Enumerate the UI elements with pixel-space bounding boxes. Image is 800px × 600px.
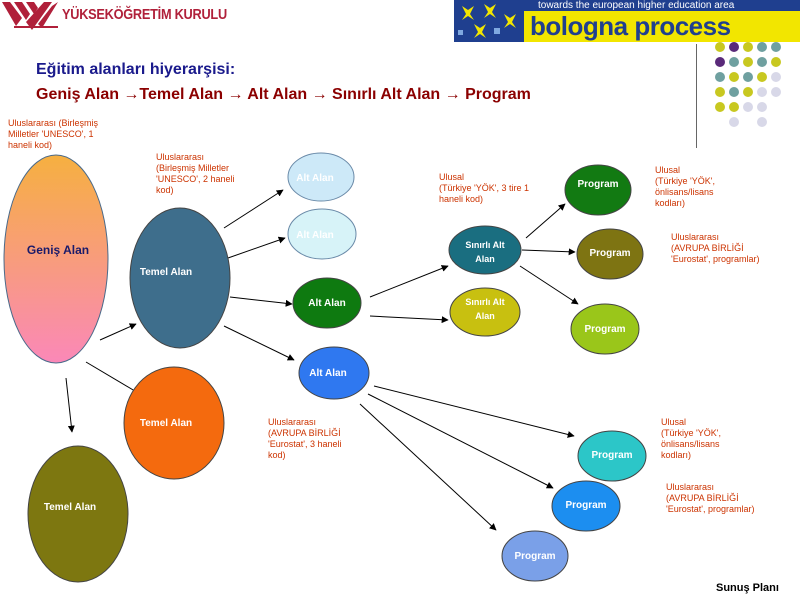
- node-alt-alan-2: Alt Alan: [287, 208, 357, 260]
- bologna-title: bologna process: [530, 11, 731, 41]
- note-eu-3: Uluslararası (AVRUPA BİRLİĞİ 'Eurostat',…: [268, 417, 342, 460]
- hierarchy-line: Geniş Alan →Temel Alan → Alt Alan → Sını…: [36, 86, 531, 103]
- decorative-dots: [715, 42, 781, 127]
- node-temel-label-3: Temel Alan: [44, 502, 96, 513]
- arrow-sinirli-prog2: [521, 248, 576, 256]
- bologna-yellow-bar: [524, 11, 800, 42]
- node-sinirli-label-2b: Alan: [475, 311, 495, 321]
- bologna-banner: towards the european higher education ar…: [454, 0, 800, 42]
- node-sinirli-2: Sınırlı Alt Alan: [449, 287, 521, 337]
- node-alt-label-4: Alt Alan: [309, 368, 346, 379]
- node-program-label-4: Program: [591, 450, 632, 461]
- footer-link[interactable]: Sunuş Planı: [716, 582, 779, 594]
- node-alt-alan-4: Alt Alan: [298, 346, 370, 400]
- node-temel-label-2: Temel Alan: [140, 418, 192, 429]
- yok-name: YÜKSEKÖĞRETİM KURULU: [62, 6, 227, 23]
- arrow-sinirli-prog1: [525, 203, 566, 239]
- arrow-temel-alt4: [223, 325, 295, 361]
- arrow-genis-temel3: [65, 377, 75, 433]
- arrow-alt-sinirli2: [369, 315, 449, 324]
- note-eu-program-2: Uluslararası (AVRUPA BİRLİĞİ 'Eurostat',…: [666, 482, 755, 514]
- node-program-2: Program: [576, 228, 644, 280]
- node-program-label-3: Program: [584, 324, 625, 335]
- arrow-alt-prog4: [373, 385, 575, 438]
- note-unesco-2: Uluslararası (Birleşmiş Milletler 'UNESC…: [156, 152, 235, 195]
- note-yok-program-2: Ulusal (Türkiye 'YÖK', önlisans/lisans k…: [661, 417, 721, 460]
- node-sinirli-1: Sınırlı Alt Alan: [448, 225, 522, 275]
- bologna-tagline: towards the european higher education ar…: [534, 0, 800, 11]
- node-temel-label-1: Temel Alan: [140, 267, 192, 278]
- node-temel-alan-2: Temel Alan: [123, 366, 225, 480]
- arrow-sinirli-prog3: [519, 265, 579, 305]
- dot-grid: [715, 42, 781, 127]
- node-program-4: Program: [577, 430, 647, 482]
- yok-logo: [2, 2, 58, 30]
- node-alt-label-2: Alt Alan: [296, 230, 333, 241]
- node-alt-label-3: Alt Alan: [308, 298, 345, 309]
- arrow-genis-temel1: [99, 323, 137, 341]
- node-program-5: Program: [551, 480, 621, 532]
- node-alt-alan-3: Alt Alan: [292, 277, 362, 329]
- bologna-stars-icon: [454, 0, 524, 42]
- node-alt-label-1: Alt Alan: [296, 173, 333, 184]
- node-alt-alan-1: Alt Alan: [287, 152, 355, 202]
- arrow-temel-alt1: [223, 189, 284, 229]
- node-temel-alan-1: Temel Alan: [129, 207, 231, 349]
- arrow-alt-sinirli1: [369, 265, 449, 298]
- arrow-alt-prog6: [359, 403, 497, 531]
- vertical-divider: [696, 44, 697, 148]
- arrow-alt-prog5: [367, 393, 554, 489]
- node-temel-alan-3: Temel Alan: [27, 445, 129, 583]
- node-program-3: Program: [570, 303, 640, 355]
- node-program-label-2: Program: [589, 248, 630, 259]
- node-genis-label: Geniş Alan: [27, 243, 89, 257]
- node-sinirli-label-2a: Sınırlı Alt: [465, 297, 504, 307]
- node-program-1: Program: [564, 164, 632, 216]
- node-program-6: Program: [501, 530, 569, 582]
- arrow-temel-alt2: [227, 236, 286, 259]
- page-title: Eğitim alanları hiyerarşisi:: [36, 61, 236, 78]
- node-sinirli-label-1b: Alan: [475, 254, 495, 264]
- note-eu-program-1: Uluslararası (AVRUPA BİRLİĞİ 'Eurostat',…: [671, 232, 760, 264]
- node-program-label-6: Program: [514, 551, 555, 562]
- note-yok-program-1: Ulusal (Türkiye 'YÖK', önlisans/lisans k…: [655, 165, 715, 208]
- note-yok-1: Ulusal (Türkiye 'YÖK', 3 tire 1 haneli k…: [439, 172, 529, 204]
- connectors: [65, 189, 579, 531]
- node-genis-alan: Geniş Alan: [3, 154, 109, 364]
- arrow-temel-alt3: [229, 296, 293, 307]
- node-program-label-1: Program: [577, 179, 618, 190]
- node-program-label-5: Program: [565, 500, 606, 511]
- note-unesco-1: Uluslararası (Birleşmiş Milletler 'UNESC…: [8, 118, 99, 150]
- node-sinirli-label-1a: Sınırlı Alt: [465, 240, 504, 250]
- yok-emblem-icon: [2, 2, 58, 30]
